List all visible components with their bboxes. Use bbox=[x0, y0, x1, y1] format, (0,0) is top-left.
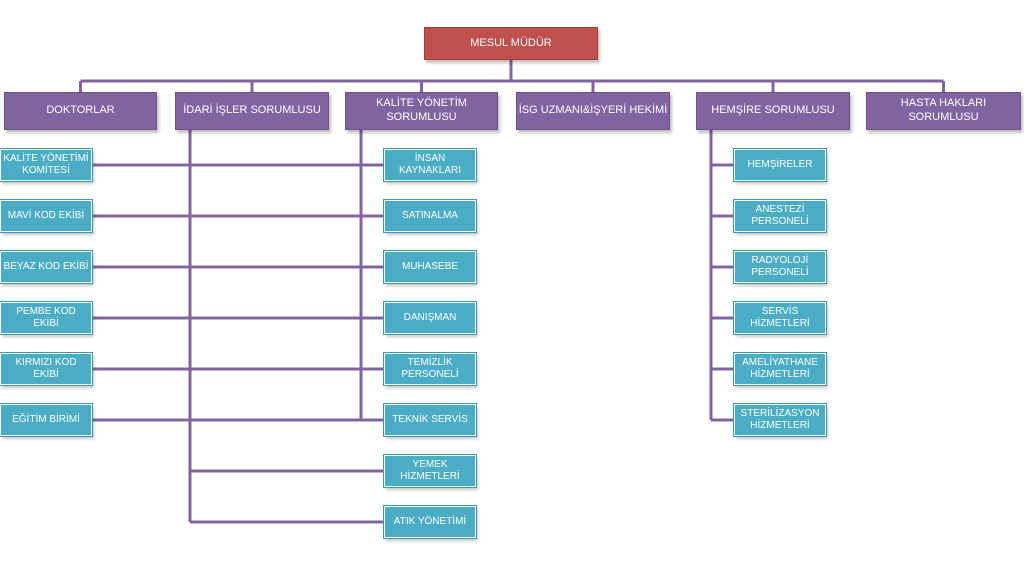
unit-box-label: MUHASEBE bbox=[401, 260, 459, 272]
unit-box-label: ANESTEZİ PERSONELİ bbox=[751, 203, 809, 228]
department-box-label: İDARİ İŞLER SORUMLUSU bbox=[183, 104, 321, 117]
unit-box-label: YEMEK HİZMETLERİ bbox=[400, 458, 460, 483]
unit-box: SERVİS HİZMETLERİ bbox=[733, 301, 827, 335]
unit-box: EĞİTİM BİRİMİ bbox=[0, 403, 93, 437]
unit-box: RADYOLOJİ PERSONELİ bbox=[733, 250, 827, 284]
unit-box: KALİTE YÖNETİMİ KOMİTESİ bbox=[0, 148, 93, 182]
unit-box: SATINALMA bbox=[383, 199, 477, 233]
unit-box: MAVİ KOD EKİBİ bbox=[0, 199, 93, 233]
department-box: HEMŞİRE SORUMLUSU bbox=[696, 92, 850, 130]
department-box: İSG UZMANI&İŞYERİ HEKİMİ bbox=[516, 92, 670, 130]
department-box-label: DOKTORLAR bbox=[46, 104, 115, 117]
department-box-label: HASTA HAKLARI SORUMLUSU bbox=[900, 97, 987, 123]
unit-box: TEMİZLİK PERSONELİ bbox=[383, 352, 477, 386]
unit-box: KIRMIZI KOD EKİBİ bbox=[0, 352, 93, 386]
unit-box-label: KALİTE YÖNETİMİ KOMİTESİ bbox=[3, 152, 89, 177]
department-box: HASTA HAKLARI SORUMLUSU bbox=[866, 92, 1021, 130]
unit-box: TEKNİK SERVİS bbox=[383, 403, 477, 437]
unit-box: YEMEK HİZMETLERİ bbox=[383, 454, 477, 488]
root-box-label: MESUL MÜDÜR bbox=[470, 36, 552, 49]
unit-box: HEMŞİRELER bbox=[733, 148, 827, 182]
department-box-label: KALİTE YÖNETİM SORUMLUSU bbox=[376, 97, 467, 123]
unit-box-label: STERİLİZASYON HİZMETLERİ bbox=[740, 407, 820, 432]
unit-box-label: ATIK YÖNETİMİ bbox=[393, 515, 467, 527]
unit-box: ATIK YÖNETİMİ bbox=[383, 505, 477, 539]
root-box: MESUL MÜDÜR bbox=[424, 27, 598, 60]
unit-box-label: TEMİZLİK PERSONELİ bbox=[401, 356, 459, 381]
unit-box-label: AMELİYATHANE HİZMETLERİ bbox=[742, 356, 818, 381]
unit-box: STERİLİZASYON HİZMETLERİ bbox=[733, 403, 827, 437]
unit-box: DANIŞMAN bbox=[383, 301, 477, 335]
department-box-label: İSG UZMANI&İŞYERİ HEKİMİ bbox=[518, 104, 668, 117]
unit-box: BEYAZ KOD EKİBİ bbox=[0, 250, 93, 284]
unit-box-label: PEMBE KOD EKİBİ bbox=[16, 305, 76, 330]
department-box: İDARİ İŞLER SORUMLUSU bbox=[175, 92, 329, 130]
unit-box: ANESTEZİ PERSONELİ bbox=[733, 199, 827, 233]
unit-box-label: EĞİTİM BİRİMİ bbox=[12, 413, 80, 425]
unit-box: MUHASEBE bbox=[383, 250, 477, 284]
unit-box-label: HEMŞİRELER bbox=[747, 158, 813, 170]
unit-box-label: KIRMIZI KOD EKİBİ bbox=[15, 356, 77, 381]
department-box: KALİTE YÖNETİM SORUMLUSU bbox=[345, 92, 498, 130]
unit-box-label: TEKNİK SERVİS bbox=[392, 413, 468, 425]
unit-box: İNSAN KAYNAKLARI bbox=[383, 148, 477, 182]
unit-box-label: MAVİ KOD EKİBİ bbox=[7, 209, 85, 221]
unit-box-label: İNSAN KAYNAKLARI bbox=[398, 152, 462, 177]
unit-box-label: SERVİS HİZMETLERİ bbox=[750, 305, 810, 330]
department-box: DOKTORLAR bbox=[4, 92, 157, 130]
unit-box-label: DANIŞMAN bbox=[403, 311, 457, 323]
unit-box-label: SATINALMA bbox=[402, 209, 458, 221]
unit-box: AMELİYATHANE HİZMETLERİ bbox=[733, 352, 827, 386]
unit-box: PEMBE KOD EKİBİ bbox=[0, 301, 93, 335]
unit-box-label: RADYOLOJİ PERSONELİ bbox=[751, 254, 809, 279]
department-box-label: HEMŞİRE SORUMLUSU bbox=[711, 104, 835, 117]
unit-box-label: BEYAZ KOD EKİBİ bbox=[3, 260, 89, 272]
